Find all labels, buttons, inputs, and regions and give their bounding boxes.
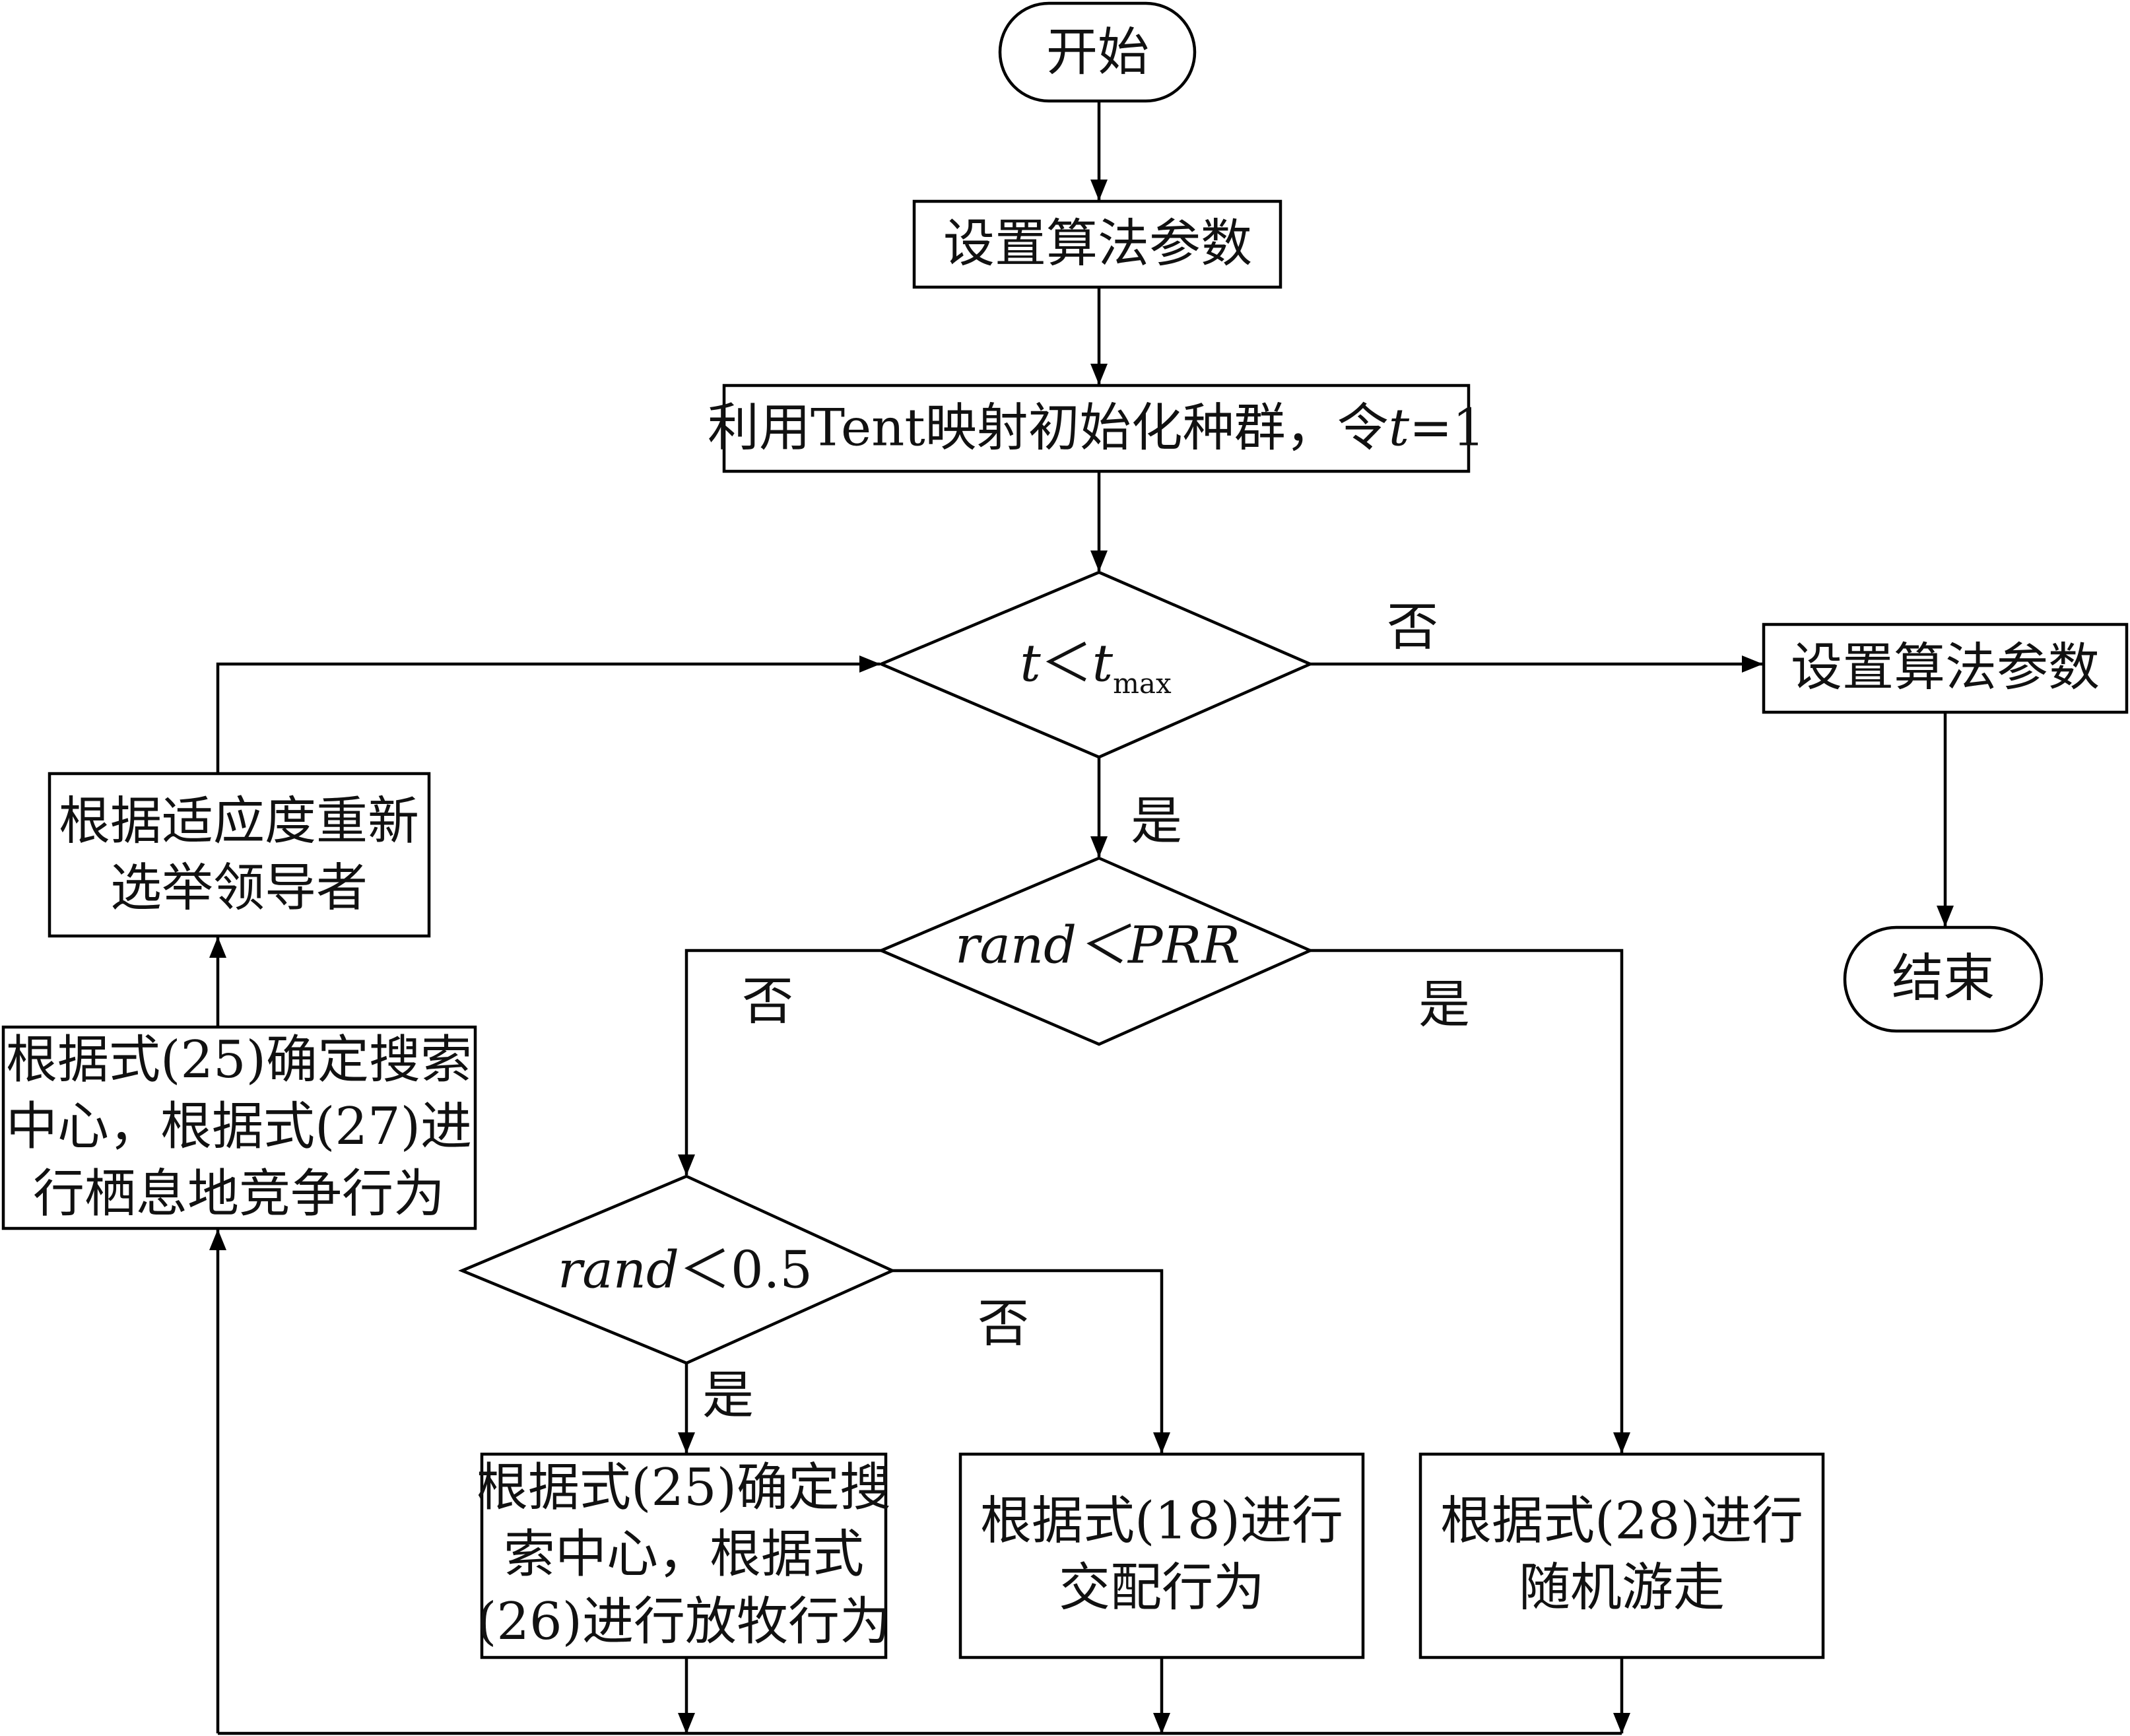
condition-t-sub: max — [1113, 667, 1172, 700]
condition-prr-diamond — [877, 856, 1314, 1046]
arrow-prr-yes — [1310, 949, 1630, 1453]
init-label-var: t — [1388, 398, 1410, 458]
arrow-prr-no — [678, 949, 881, 1176]
condition-t-right: t — [1092, 634, 1114, 694]
reelect-box — [48, 772, 431, 938]
start-label: 开始 — [1046, 22, 1150, 83]
condition-half-rest: ＜0.5 — [679, 1240, 813, 1300]
habitat-label: 根据式(25)确定搜索 中心，根据式(27)进 行栖息地竞争行为 — [6, 1027, 472, 1228]
init-label: 利用Tent映射初始化种群，令t=1 — [708, 396, 1485, 461]
mating-label: 根据式(18)进行 交配行为 — [980, 1488, 1343, 1622]
edge-label-half-yes: 是 — [702, 1366, 754, 1426]
set-params-label: 设置算法参数 — [943, 214, 1253, 274]
grazing-line-1: 根据式(25)确定搜 — [476, 1457, 892, 1518]
condition-half-var: rand — [557, 1240, 679, 1300]
edge-label-half-no: 否 — [977, 1294, 1030, 1354]
arrow-half-no — [892, 1269, 1170, 1453]
end-terminal — [1843, 925, 2044, 1033]
random-walk-label: 根据式(28)进行 随机游走 — [1440, 1488, 1803, 1622]
condition-t-left: t — [1020, 634, 1041, 694]
condition-half-label: rand＜0.5 — [558, 1238, 813, 1303]
habitat-line-2: 中心，根据式(27)进 — [5, 1097, 473, 1157]
edge-label-t-yes: 是 — [1130, 791, 1183, 851]
edge-label-t-no: 否 — [1386, 597, 1439, 657]
mating-line-2: 交配行为 — [1058, 1558, 1265, 1618]
random-walk-line-2: 随机游走 — [1518, 1558, 1725, 1618]
habitat-line-3: 行栖息地竞争行为 — [32, 1164, 445, 1224]
edge-label-prr-no: 否 — [741, 972, 794, 1032]
condition-prr-label: rand＜PRR — [955, 916, 1240, 976]
init-label-suffix: =1 — [1409, 398, 1486, 458]
habitat-line-1: 根据式(25)确定搜索 — [5, 1030, 473, 1090]
grazing-box — [480, 1452, 888, 1659]
start-terminal — [998, 1, 1197, 103]
condition-t-label: t＜tmax — [1020, 632, 1171, 701]
init-box — [722, 384, 1471, 473]
habitat-box — [1, 1025, 477, 1230]
grazing-line-2: 索中心，根据式 — [503, 1525, 864, 1585]
reelect-line-1: 根据适应度重新 — [58, 791, 420, 851]
end-label: 结束 — [1891, 949, 1995, 1009]
arrow-reelect-to-cond-t — [216, 655, 881, 774]
grazing-line-3: (26)进行放牧行为 — [476, 1591, 892, 1652]
random-walk-line-1: 根据式(28)进行 — [1440, 1491, 1804, 1551]
reelect-label: 根据适应度重新 选举领导者 — [59, 789, 419, 923]
mating-line-1: 根据式(18)进行 — [980, 1491, 1344, 1551]
edge-label-prr-yes: 是 — [1418, 975, 1471, 1035]
init-label-prefix: 利用Tent映射初始化种群，令 — [707, 398, 1389, 458]
grazing-label: 根据式(25)确定搜 索中心，根据式 (26)进行放牧行为 — [477, 1455, 891, 1655]
reelect-line-2: 选举领导者 — [110, 859, 368, 918]
condition-t-op: ＜ — [1040, 634, 1092, 694]
set-params-box — [912, 199, 1282, 289]
set-params-2-label: 设置算法参数 — [1790, 638, 2100, 698]
